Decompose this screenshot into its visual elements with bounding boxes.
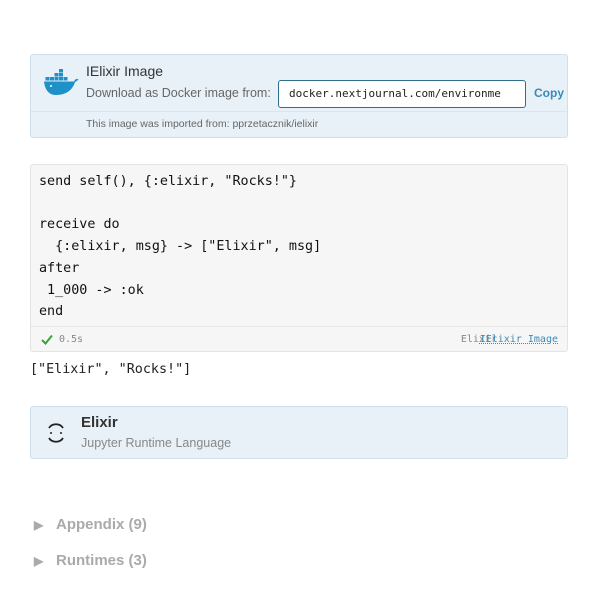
code-cell[interactable]: send self(), {:elixir, "Rocks!"} receive… [30, 164, 568, 352]
runtimes-label: Runtimes (3) [56, 552, 147, 569]
runtime-title: Elixir [81, 414, 118, 431]
triangle-right-icon: ▶ [34, 518, 44, 532]
cell-output: ["Elixir", "Rocks!"] [30, 362, 192, 377]
code-editor[interactable]: send self(), {:elixir, "Rocks!"} receive… [39, 174, 322, 320]
check-icon [41, 334, 53, 345]
docker-download-label: Download as Docker image from: [86, 86, 271, 100]
appendix-label: Appendix (9) [56, 516, 147, 533]
docker-whale-icon [44, 69, 79, 95]
divider [31, 111, 567, 112]
elapsed-time: 0.5s [59, 334, 84, 345]
runtime-card[interactable]: Elixir Jupyter Runtime Language [30, 406, 568, 459]
docker-image-title: IElixir Image [86, 63, 164, 79]
import-note: This image was imported from: pprzetaczn… [86, 118, 319, 130]
appendix-section-toggle[interactable]: ▶ Appendix (9) [34, 516, 147, 533]
elixir-runtime-icon [48, 423, 64, 443]
runtimes-section-toggle[interactable]: ▶ Runtimes (3) [34, 552, 147, 569]
docker-image-url-field[interactable]: docker.nextjournal.com/environme [278, 80, 526, 108]
copy-button[interactable]: Copy [534, 86, 564, 100]
triangle-right-icon: ▶ [34, 554, 44, 568]
docker-image-card: IElixir Image Download as Docker image f… [30, 54, 568, 138]
runtime-description: Jupyter Runtime Language [81, 436, 232, 450]
runtime-link[interactable]: IElixir Image [479, 334, 558, 345]
cell-language: Elixir [460, 334, 497, 345]
code-cell-footer: 0.5s Elixir IElixir Image [31, 326, 567, 353]
